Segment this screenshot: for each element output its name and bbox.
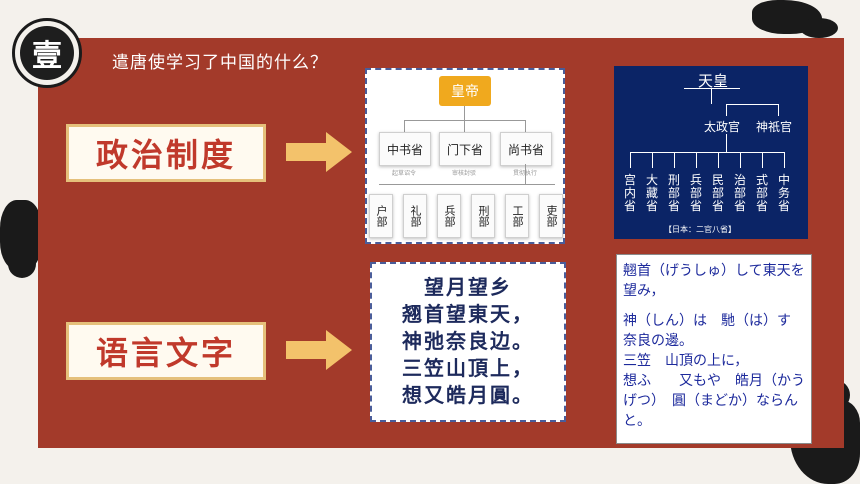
arrow-right-icon	[286, 330, 352, 370]
japan-ministry: 民部省	[711, 173, 724, 213]
japan-line	[726, 134, 727, 152]
japan-daijokan: 太政官	[704, 120, 741, 134]
japan-emperor: 天皇	[698, 72, 729, 90]
ministry-hu: 户部	[369, 194, 393, 238]
org-line	[525, 120, 526, 132]
japan-caption: 【日本：二官八省】	[664, 225, 736, 234]
org-line	[525, 164, 526, 184]
japan-ministry: 刑部省	[667, 173, 680, 213]
japan-line	[778, 104, 779, 116]
poem-title: 望月望乡	[424, 275, 512, 299]
japan-line	[630, 152, 784, 153]
org-line	[464, 106, 465, 120]
japan-ministry: 中务省	[777, 173, 790, 213]
question-title: 遣唐使学习了中国的什么？	[112, 53, 328, 73]
japan-ministry: 治部省	[733, 173, 746, 213]
ink-splash-top-right-2	[800, 18, 838, 38]
japan-line	[630, 152, 631, 168]
ministry-li: 礼部	[403, 194, 427, 238]
poem-chinese: 望月望乡 翘首望東天， 神弛奈良边。 三笠山頂上， 想又皓月圓。	[370, 262, 566, 422]
japan-ministry: 式部省	[755, 173, 768, 213]
japan-line	[740, 152, 741, 168]
poem-line: 想又皓月圓。	[402, 383, 534, 407]
japan-line	[696, 152, 697, 168]
org-emperor: 皇帝	[439, 76, 491, 106]
japan-line	[652, 152, 653, 168]
poem-line: 翘首望東天，	[402, 302, 534, 326]
dept-sub-label: 起草诏令	[391, 170, 416, 177]
japan-line	[784, 152, 785, 168]
org-line	[379, 184, 555, 185]
org-line	[464, 120, 465, 132]
arrow-right-icon	[286, 132, 352, 172]
jp-line: 想ふ 又もや 皓月（かうげつ） 圓（まどか）ならんと。	[623, 373, 805, 429]
japan-line	[762, 152, 763, 168]
dept-zhongshu: 中书省	[379, 132, 431, 166]
jp-line: 翹首（げうしゅ）して東天を 望み，	[623, 263, 819, 299]
japan-jingikan: 神祇官	[756, 120, 793, 134]
dept-sub-label: 贯彻执行	[495, 168, 555, 177]
poem-line: 神弛奈良边。	[402, 329, 534, 353]
japan-line	[726, 104, 778, 105]
ministry-xing: 刑部	[471, 194, 495, 238]
label-politics: 政治制度	[66, 124, 266, 182]
label-language: 语言文字	[66, 322, 266, 380]
org-line	[404, 120, 526, 121]
ministry-gong: 工部	[505, 194, 529, 238]
japan-line	[718, 152, 719, 168]
ministry-li-official: 吏部	[539, 194, 563, 238]
poem-line: 三笠山頂上，	[402, 356, 534, 380]
china-org-chart: 皇帝 中书省 门下省 尚书省 起草诏令 审核封驳 贯彻执行 户部 礼部 兵部 刑…	[365, 68, 565, 244]
ink-splash-left-2	[8, 250, 36, 278]
ministry-bing: 兵部	[437, 194, 461, 238]
dept-menxia: 门下省	[439, 132, 491, 166]
japan-line	[674, 152, 675, 168]
japan-ministry: 兵部省	[689, 173, 702, 213]
jp-line: 神（しん）は 馳（は）す 奈良の邊。	[623, 313, 810, 349]
japan-ministry: 宫内省	[623, 173, 636, 213]
poem-japanese: 翹首（げうしゅ）して東天を 望み， 神（しん）は 馳（は）す 奈良の邊。 三笠 …	[616, 254, 812, 444]
japan-line	[684, 88, 740, 89]
japan-org-chart: 天皇 太政官 神祇官 宫内省 大藏省 刑部省 兵部省 民部省 治部省 式部省 中…	[614, 66, 808, 239]
dept-sub-label: 审核封驳	[451, 170, 476, 177]
badge-text: 壹	[20, 26, 74, 80]
jp-line: 三笠 山頂の上に，	[623, 353, 749, 369]
section-badge: 壹	[12, 18, 82, 88]
japan-ministry: 大藏省	[645, 173, 658, 213]
spacer	[623, 301, 805, 311]
org-line	[404, 120, 405, 132]
japan-line	[726, 104, 727, 116]
japan-line	[711, 88, 712, 104]
dept-shangshu: 尚书省	[500, 132, 552, 166]
